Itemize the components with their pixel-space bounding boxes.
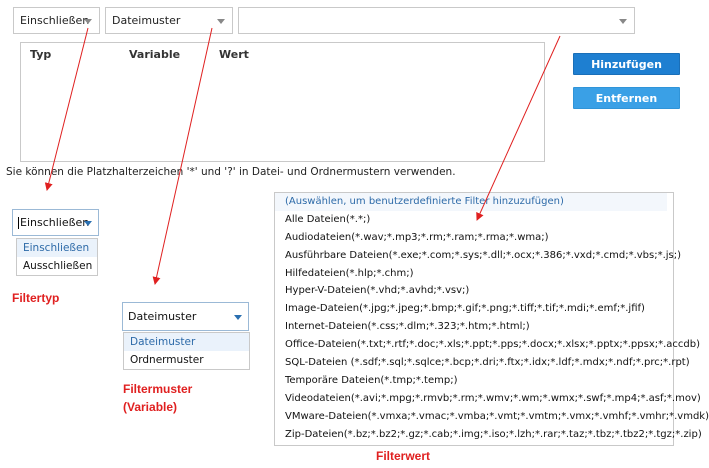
chevron-down-icon (84, 220, 92, 226)
column-header-wert: Wert (219, 48, 249, 61)
chevron-down-icon (234, 314, 242, 320)
filter-pattern-dropdown[interactable]: Dateimuster (122, 302, 249, 331)
column-header-typ: Typ (30, 48, 52, 61)
value-combo[interactable] (238, 7, 635, 34)
filter-value-option[interactable]: SQL-Dateien (*.sdf;*.sql;*.sqlce;*.bcp;*… (285, 357, 690, 369)
chevron-down-icon (84, 19, 92, 24)
arrow-filter-pattern (152, 27, 213, 285)
filter-value-option[interactable]: Zip-Dateien(*.bz;*.bz2;*.gz;*.cab;*.img;… (285, 428, 702, 440)
filter-value-option[interactable]: Audiodateien(*.wav;*.mp3;*.rm;*.ram;*.rm… (285, 231, 549, 243)
annotation-arrows (44, 27, 561, 285)
chevron-down-icon (619, 19, 627, 24)
filter-pattern-dropdown-value: Dateimuster (128, 310, 197, 323)
filter-pattern-annotation: Filtermuster (123, 382, 193, 396)
filter-value-option[interactable]: Alle Dateien(*.*;) (285, 213, 371, 225)
arrow-filter-type (44, 27, 89, 191)
filter-type-combo[interactable]: Einschließen (13, 7, 100, 34)
filter-value-custom-option[interactable]: (Auswählen, um benutzerdefinierte Filter… (275, 193, 667, 211)
filter-table[interactable]: Typ Variable Wert (20, 42, 545, 162)
filter-value-option[interactable]: Hyper-V-Dateien(*.vhd;*.avhd;*.vsv;) (285, 285, 470, 297)
wildcard-hint: Sie können die Platzhalterzeichen '*' un… (6, 166, 456, 178)
arrow-filter-value (476, 35, 561, 221)
filter-pattern-option-folder[interactable]: Ordnermuster (130, 354, 204, 366)
filter-value-option[interactable]: Videodateien(*.avi;*.mpg;*.rmvb;*.rm;*.w… (285, 392, 701, 404)
filter-type-dropdown-value: Einschließen (20, 216, 90, 229)
filter-value-option[interactable]: VMware-Dateien(*.vmxa;*.vmac;*.vmba;*.vm… (285, 410, 709, 422)
add-button[interactable]: Hinzufügen (573, 53, 680, 75)
remove-button[interactable]: Entfernen (573, 87, 680, 109)
filter-value-option[interactable]: Ausführbare Dateien(*.exe;*.com;*.sys;*.… (285, 249, 682, 261)
filter-type-option-include[interactable]: Einschließen (17, 239, 97, 257)
filter-type-options: Einschließen Ausschließen (16, 238, 98, 276)
filter-type-dropdown[interactable]: Einschließen (12, 209, 99, 236)
filter-value-list[interactable]: (Auswählen, um benutzerdefinierte Filter… (274, 192, 709, 446)
text-cursor (18, 216, 19, 229)
filter-value-annotation: Filterwert (376, 449, 431, 463)
chevron-down-icon (217, 19, 225, 24)
filter-value-option[interactable]: Office-Dateien(*.txt;*.rtf;*.doc;*.xls;*… (285, 339, 701, 351)
filter-type-combo-value: Einschließen (20, 14, 90, 27)
filter-pattern-annotation-sub: (Variable) (123, 400, 178, 414)
filter-pattern-option-file[interactable]: Dateimuster (124, 333, 249, 351)
filter-pattern-options: Dateimuster Ordnermuster (123, 332, 250, 370)
filter-type-option-exclude[interactable]: Ausschließen (23, 260, 93, 272)
filter-value-option[interactable]: Internet-Dateien(*.css;*.dlm;*.323;*.htm… (285, 321, 530, 333)
filter-value-option[interactable]: Image-Dateien(*.jpg;*.jpeg;*.bmp;*.gif;*… (285, 303, 645, 315)
filter-value-option[interactable]: Temporäre Dateien(*.tmp;*.temp;) (285, 374, 458, 386)
variable-combo-value: Dateimuster (112, 14, 181, 27)
filter-type-annotation: Filtertyp (12, 291, 60, 305)
filter-value-option[interactable]: Hilfedateien(*.hlp;*.chm;) (285, 267, 414, 279)
column-header-variable: Variable (129, 48, 181, 61)
